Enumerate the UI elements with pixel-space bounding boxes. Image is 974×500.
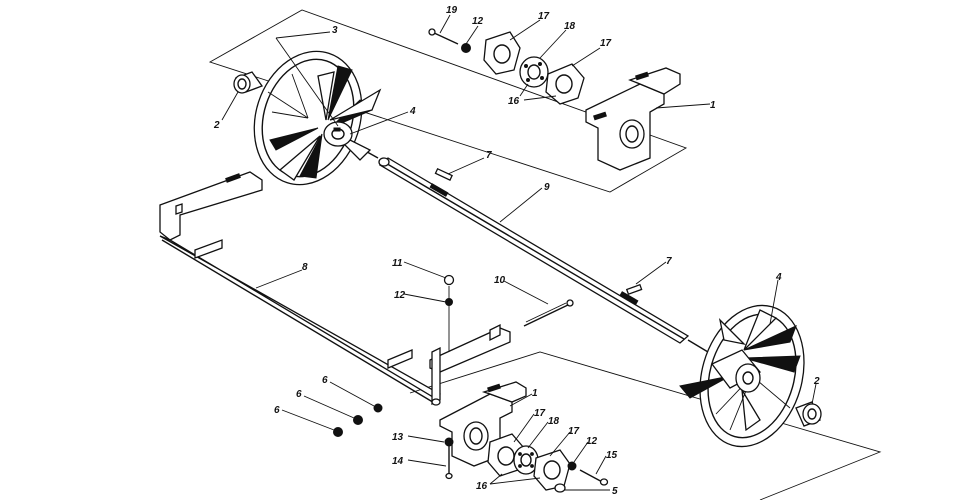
lower-washer <box>554 483 566 493</box>
callout-18-lower: 18 <box>548 416 560 427</box>
callout-4-upper: 4 <box>409 106 416 117</box>
callout-6-bottom: 6 <box>274 405 280 416</box>
callout-13: 13 <box>392 432 404 443</box>
upper-bolt <box>428 28 459 45</box>
upper-flange-right <box>545 63 585 105</box>
callout-6-middle: 6 <box>296 389 302 400</box>
lower-bolt-13 <box>444 437 454 447</box>
upper-bearing <box>519 56 549 88</box>
shaft-key-upper <box>434 167 453 181</box>
callout-16-lower: 16 <box>476 481 488 492</box>
shaft-key-lower <box>625 283 643 296</box>
callout-4-lower: 4 <box>775 272 782 283</box>
callout-7-lower: 7 <box>666 256 672 267</box>
callout-12-upper: 12 <box>472 16 484 27</box>
tie-rod <box>523 299 574 327</box>
callout-8: 8 <box>302 262 308 273</box>
callout-12-lower: 12 <box>586 436 598 447</box>
lower-fan-impeller <box>679 304 805 448</box>
nut-6b <box>353 415 363 425</box>
upper-fan-impeller <box>253 50 382 186</box>
upper-flange-left <box>483 31 521 75</box>
lower-bushing <box>795 401 822 427</box>
upper-bearing-bracket <box>585 67 681 171</box>
upper-assembly-plane <box>208 9 688 193</box>
callout-14: 14 <box>392 456 404 467</box>
lower-bolt-14 <box>445 446 453 480</box>
vertical-bolt-assembly <box>443 274 455 352</box>
callout-16-upper: 16 <box>508 96 520 107</box>
callout-5: 5 <box>612 486 618 497</box>
lower-bolt-right <box>579 469 609 486</box>
callout-1-lower: 1 <box>532 388 538 399</box>
upper-bushing <box>233 71 264 94</box>
leader-lines <box>221 14 817 491</box>
callout-2-upper: 2 <box>213 120 220 131</box>
upper-nut <box>461 43 471 53</box>
callout-1-upper: 1 <box>710 100 716 111</box>
frame-bar <box>159 171 511 406</box>
lower-flange-right <box>533 449 571 491</box>
callout-11: 11 <box>392 258 403 269</box>
nut-6c <box>333 427 343 437</box>
lower-nut-right <box>567 461 577 471</box>
main-shaft <box>341 137 709 353</box>
callout-2-lower: 2 <box>813 376 820 387</box>
callout-6-top: 6 <box>322 375 328 386</box>
callout-17-lower-left: 17 <box>534 408 546 419</box>
callout-7-upper: 7 <box>486 150 492 161</box>
callout-17-upper-left: 17 <box>538 11 550 22</box>
callout-18-upper: 18 <box>564 21 576 32</box>
callout-19: 19 <box>446 5 458 16</box>
callout-15: 15 <box>606 450 618 461</box>
callout-12-middle: 12 <box>394 290 406 301</box>
callout-17-upper-right: 17 <box>600 38 612 49</box>
callout-labels: 19 12 17 18 17 16 1 3 2 4 7 9 8 11 12 10… <box>213 5 820 497</box>
callout-17-lower-right: 17 <box>568 426 580 437</box>
callout-9: 9 <box>544 182 550 193</box>
nut-6a <box>373 403 383 413</box>
callout-10: 10 <box>494 275 506 286</box>
callout-3: 3 <box>332 25 338 36</box>
